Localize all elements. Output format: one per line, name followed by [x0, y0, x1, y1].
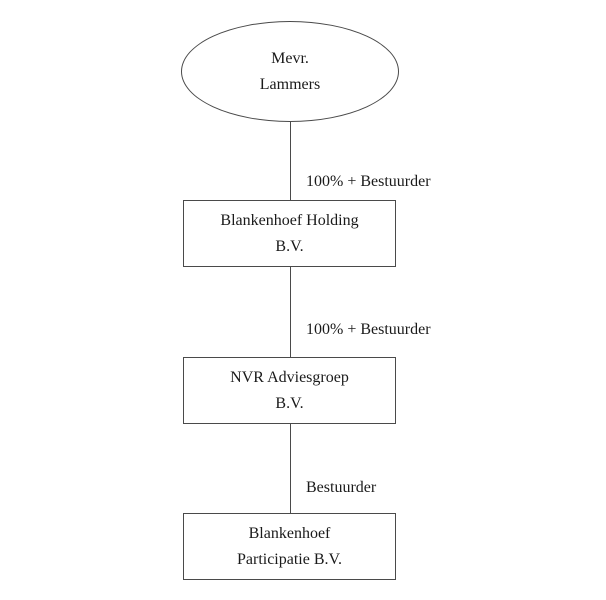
edge-label-holding-adviesgroep: 100% + Bestuurder: [306, 321, 431, 338]
node-blankenhoef-holding: Blankenhoef Holding B.V.: [183, 200, 396, 267]
connector-adviesgroep-participatie: [290, 423, 291, 513]
connector-holding-adviesgroep: [290, 266, 291, 357]
node-blankenhoef-participatie: Blankenhoef Participatie B.V.: [183, 513, 396, 580]
node-label-line: B.V.: [275, 237, 304, 255]
node-label-line: Lammers: [259, 75, 321, 93]
edge-label-adviesgroep-participatie: Bestuurder: [306, 479, 377, 496]
node-label-line: B.V.: [275, 394, 304, 412]
node-label-line: NVR Adviesgroep: [230, 368, 349, 386]
node-label-line: Mevr.: [271, 49, 309, 67]
connector-person-holding: [290, 121, 291, 200]
node-label-line: Participatie B.V.: [236, 550, 343, 568]
node-label-line: Blankenhoef: [248, 524, 331, 542]
node-person-lammers: Mevr. Lammers: [181, 21, 399, 122]
edge-label-person-holding: 100% + Bestuurder: [306, 173, 431, 190]
node-nvr-adviesgroep: NVR Adviesgroep B.V.: [183, 357, 396, 424]
node-label-line: Blankenhoef Holding: [220, 211, 359, 229]
